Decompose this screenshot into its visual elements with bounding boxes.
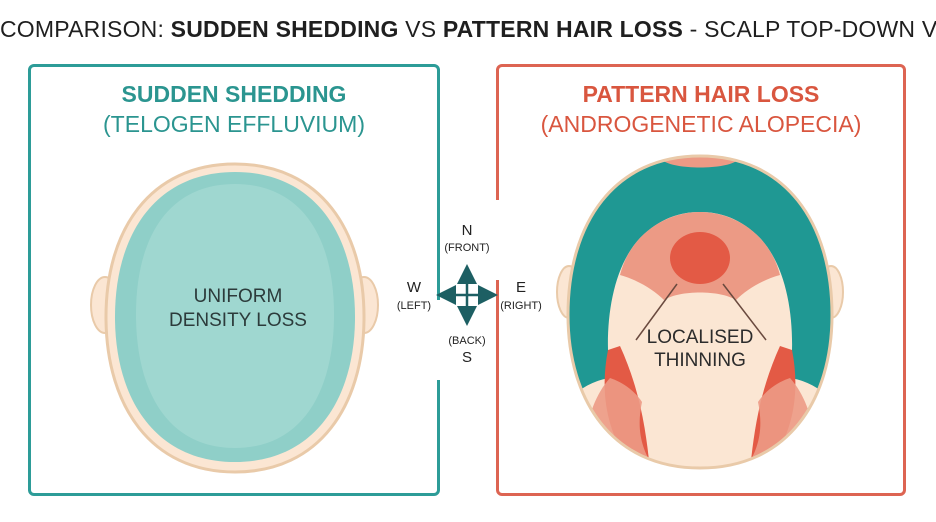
title-prefix: COMPARISON: <box>0 16 171 42</box>
right-panel-heading: PATTERN HAIR LOSS <box>582 81 820 107</box>
compass-south-sub-label: (BACK) <box>448 335 485 347</box>
compass-north-sub-label: (FRONT) <box>444 242 489 254</box>
compass-west-label: W <box>407 279 422 296</box>
title-suffix: - SCALP TOP-DOWN VIEW <box>689 16 936 42</box>
compass-east-label: E <box>516 279 526 296</box>
compass-south-label: S <box>462 349 472 366</box>
localised-label-line2: THINNING <box>654 350 746 371</box>
remaining-hair-shape <box>568 156 832 400</box>
title-connector: VS <box>398 16 443 42</box>
title-term-a: SUDDEN SHEDDING <box>170 16 399 42</box>
sudden-shedding-panel: SUDDEN SHEDDING (TELOGEN EFFLUVIUM) <box>28 64 440 496</box>
uniform-loss-scalp-diagram: UNIFORM DENSITY LOSS <box>90 162 379 474</box>
uniform-hair-highlight-shape <box>135 184 335 448</box>
scalp-outline-shape <box>566 154 834 470</box>
pointer-line-right <box>722 283 767 341</box>
page-title: COMPARISON: SUDDEN SHEDDING VS PATTERN H… <box>0 16 936 43</box>
title-term-b: PATTERN HAIR LOSS <box>442 16 684 42</box>
uniform-label-line1: UNIFORM <box>194 286 283 307</box>
compass-east-sub-label: (RIGHT) <box>500 300 542 312</box>
uniform-label-line2: DENSITY LOSS <box>169 310 307 331</box>
compass-west-sub-label: (LEFT) <box>397 300 431 312</box>
bald-crown-spot-shape <box>670 232 730 284</box>
pattern-hair-loss-panel: PATTERN HAIR LOSS (ANDROGENETIC ALOPECIA… <box>496 64 906 496</box>
pattern-loss-scalp-diagram: LOCALISED THINNING <box>556 154 844 470</box>
left-panel-border-gap <box>437 300 445 380</box>
left-panel-heading: SUDDEN SHEDDING <box>121 81 347 107</box>
compass-north-label: N <box>462 222 473 239</box>
left-panel-subheading: (TELOGEN EFFLUVIUM) <box>103 111 365 137</box>
right-panel-subheading: (ANDROGENETIC ALOPECIA) <box>540 111 862 137</box>
compass-rose: N (FRONT) (BACK) S W (LEFT) E (RIGHT) <box>397 222 542 366</box>
right-panel-border-gap <box>492 200 502 280</box>
pointer-line-left <box>635 283 678 341</box>
localised-label-line1: LOCALISED <box>647 327 754 348</box>
